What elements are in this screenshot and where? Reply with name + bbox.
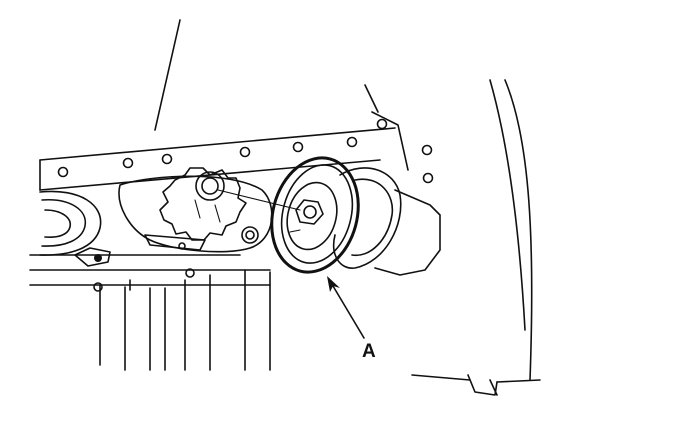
flange-bolt-holes [57,118,434,184]
left-pulley [39,190,102,256]
upper-engine-outline [154,19,409,171]
timing-sprocket [159,167,247,241]
sprocket-housing [118,175,273,253]
callout-arrow-a [327,276,365,339]
tensioner-housing [333,167,441,276]
cover-flange [29,127,396,286]
tensioner-bolt [241,226,259,244]
callout-label-a: A [362,341,376,362]
tensioner-pulley [270,156,360,274]
right-side-panel [411,79,541,396]
lower-bracket [74,247,111,267]
belt-guide-line [217,189,301,211]
oil-pan [93,242,271,371]
